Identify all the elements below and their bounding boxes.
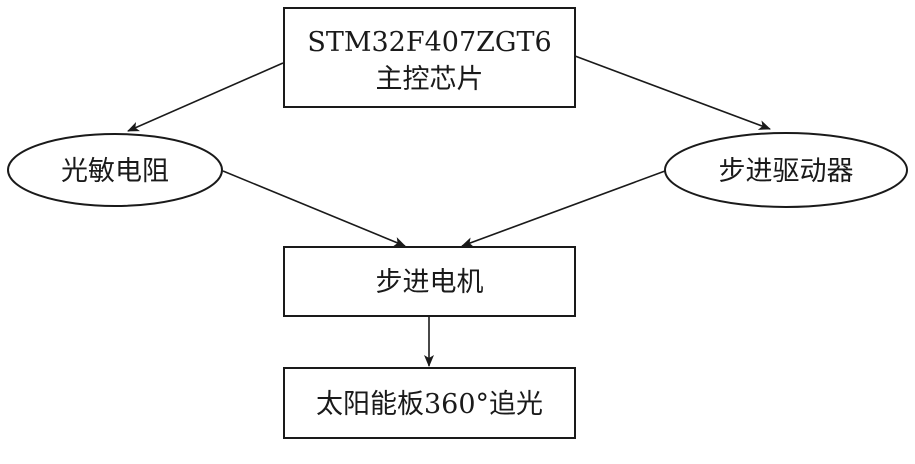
stepper-driver-ellipse (664, 132, 908, 208)
edge-stepper-driver-to-stepper-motor (461, 170, 666, 247)
solar-panel-box (283, 367, 576, 439)
edge-photoresistor-to-stepper-motor (222, 170, 406, 247)
node-stepper-motor: 步进电机 (283, 246, 576, 317)
node-stepper-driver: 步进驱动器 (664, 132, 908, 208)
mcu-role-label: 主控芯片 (376, 64, 484, 95)
stepper-motor-box (283, 246, 576, 317)
mcu-box (283, 7, 576, 108)
stepper-driver-label: 步进驱动器 (719, 156, 854, 187)
mcu-model-label: STM32F407ZGT6 (307, 27, 551, 58)
photoresistor-ellipse (7, 133, 223, 207)
node-mcu: STM32F407ZGT6 主控芯片 (283, 7, 576, 108)
photoresistor-label: 光敏电阻 (61, 156, 169, 187)
solar-panel-label: 太阳能板360°追光 (316, 389, 543, 420)
stepper-motor-label: 步进电机 (376, 267, 484, 298)
node-solar-panel: 太阳能板360°追光 (283, 367, 576, 439)
edge-mcu-to-stepper-driver (574, 55, 771, 130)
node-photoresistor: 光敏电阻 (7, 133, 223, 207)
edge-mcu-to-photoresistor (127, 62, 284, 132)
